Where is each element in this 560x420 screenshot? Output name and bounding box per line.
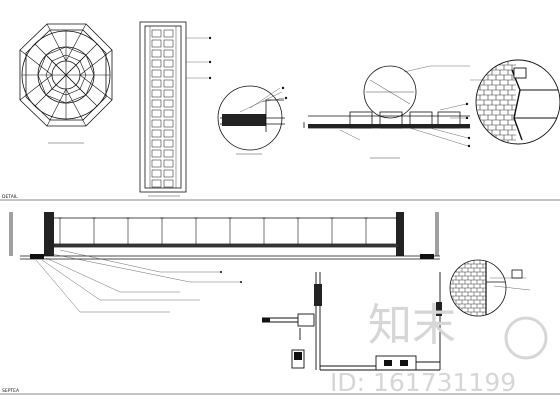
sheet-dividers	[0, 199, 560, 395]
ceiling-long-section	[9, 212, 440, 313]
watermark-id: ID: 161731199	[330, 368, 516, 397]
round-detail-callout	[217, 85, 288, 155]
medallion-section-detail	[303, 65, 471, 159]
watermark-logo: 知末	[368, 300, 456, 351]
octagonal-ceiling-plan	[19, 23, 113, 144]
cove-step-section	[262, 272, 442, 371]
brick-detail-callout-small	[449, 259, 531, 317]
watermark-logo-badge	[504, 316, 548, 360]
vertical-panel-elevation	[139, 21, 212, 197]
watermark: 知末 ID: 161731199	[330, 300, 548, 397]
section-label-detail: DETAIL	[2, 194, 18, 200]
section-label-septea: SEPTEA	[2, 388, 20, 394]
brick-wall-callout	[470, 59, 560, 145]
